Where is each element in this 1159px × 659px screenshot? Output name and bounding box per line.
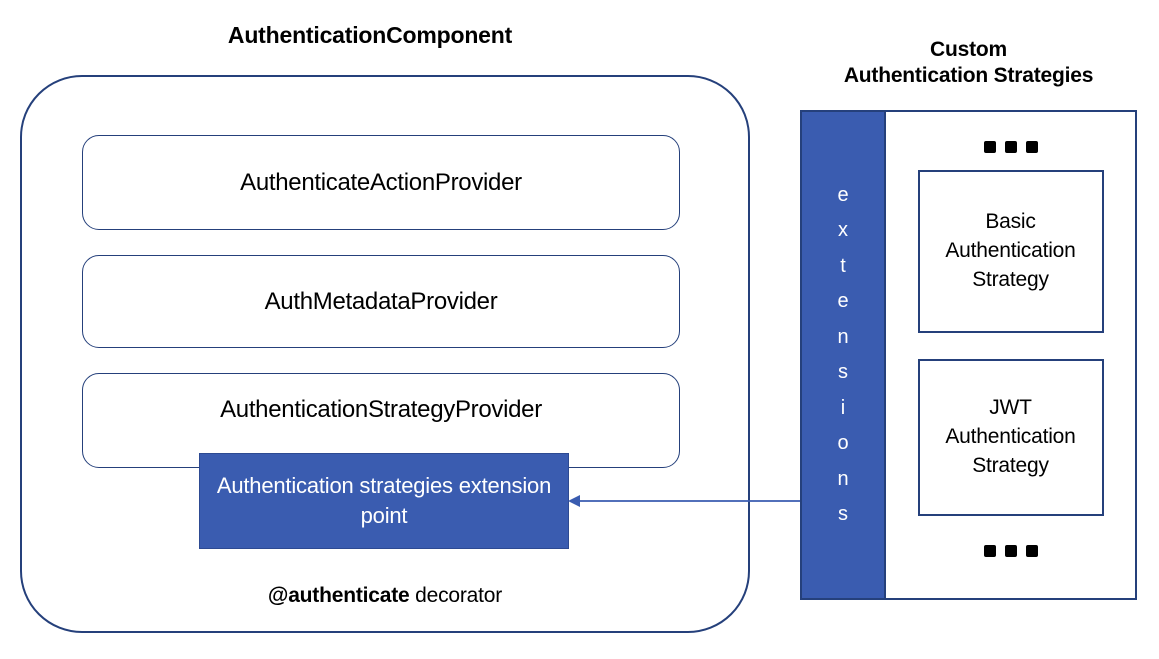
dot-icon [983,141,996,153]
extensions-letter: e [837,183,849,206]
strategy-label: JWT Authentication Strategy [945,396,1076,477]
strategies-list: Basic Authentication Strategy JWT Authen… [884,112,1135,598]
provider-label: AuthMetadataProvider [264,287,498,315]
custom-strategies-panel: e x t e n s i o n s Basic Authentication… [800,110,1137,600]
page-title-authentication-component: AuthenticationComponent [227,22,513,48]
provider-label: AuthenticationStrategyProvider [220,395,542,423]
ellipsis-bottom-icon [983,540,1038,562]
decorator-caption: @authenticate decorator [150,584,620,608]
extensions-letter: x [838,219,848,241]
dot-icon [983,545,996,557]
page-title-custom-authentication-strategies: Custom Authentication Strategies [843,38,1094,87]
extensions-letter: e [837,290,849,312]
extensions-letter: i [840,396,846,419]
provider-label: AuthenticateActionProvider [240,168,522,196]
dot-icon [1025,545,1038,557]
decorator-suffix: decorator [409,584,503,607]
strategy-box-jwt-authentication: JWT Authentication Strategy [917,359,1104,516]
extension-point-label: Authentication strategies extension poin… [216,472,552,528]
provider-box-auth-metadata: AuthMetadataProvider [82,255,680,348]
authentication-component-container [20,75,750,633]
extensions-letter: s [838,361,848,383]
extensions-letter: s [838,503,848,525]
extensions-letter: t [840,254,846,277]
extensions-letter: n [837,467,849,490]
extensions-letter: n [837,325,849,348]
extensions-to-extension-point-arrow [568,495,808,507]
dot-icon [1004,545,1017,557]
dot-icon [1004,141,1017,153]
ellipsis-top-icon [983,136,1038,158]
strategy-label: Basic Authentication Strategy [945,210,1076,291]
provider-box-authenticate-action: AuthenticateActionProvider [82,135,680,230]
decorator-name: @authenticate [267,584,410,607]
extensions-letter: o [837,432,849,454]
dot-icon [1025,141,1038,153]
extension-point-box: Authentication strategies extension poin… [199,453,569,549]
extensions-bar: e x t e n s i o n s [802,112,884,598]
strategy-box-basic-authentication: Basic Authentication Strategy [917,170,1104,333]
